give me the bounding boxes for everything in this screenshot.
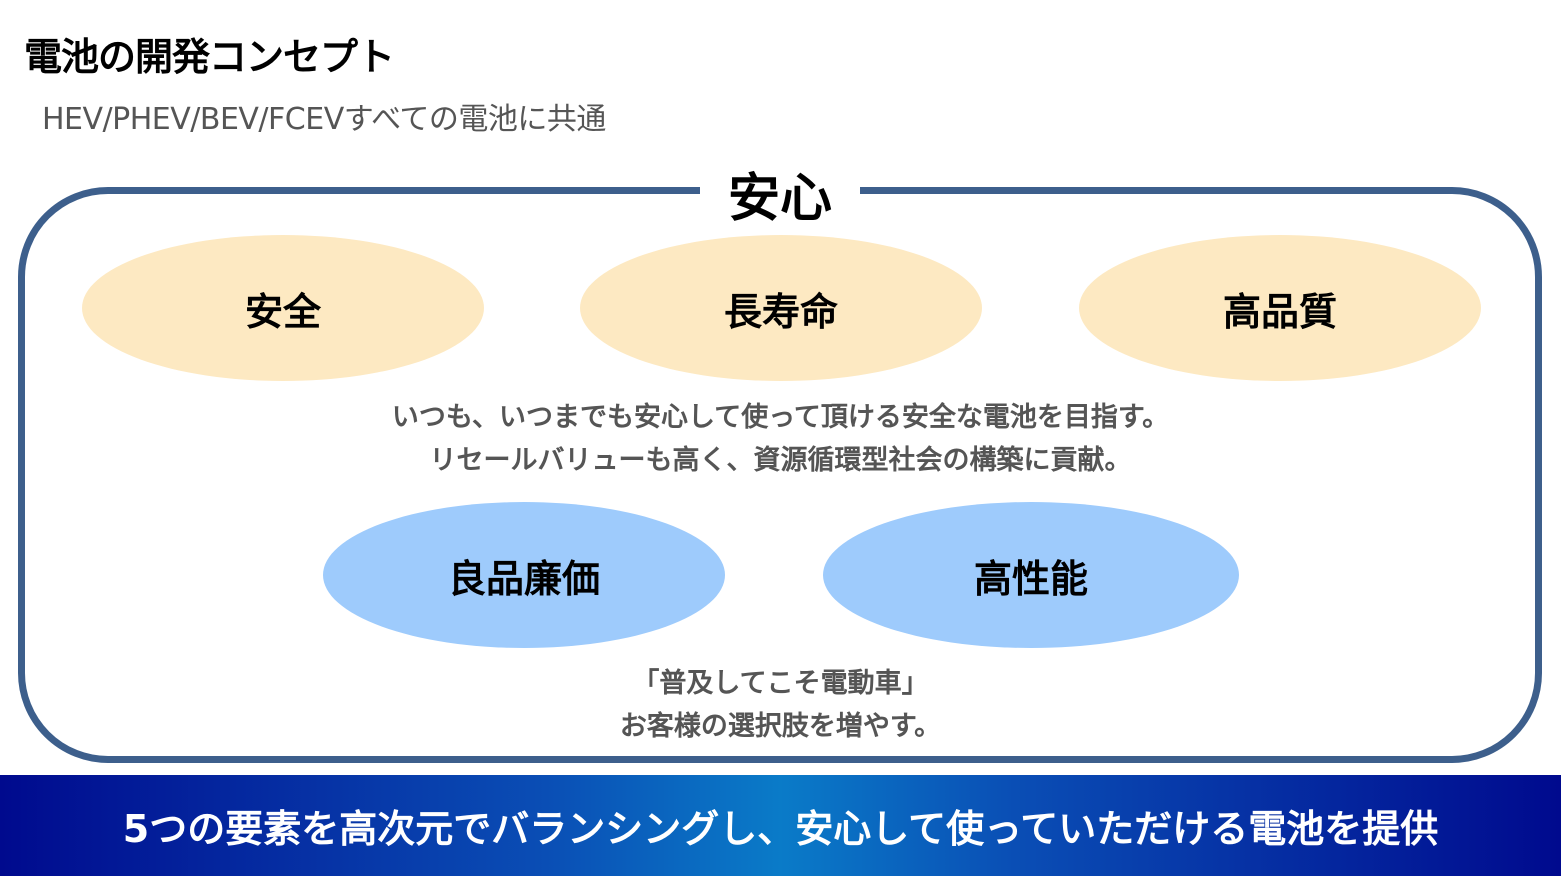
summary-banner: 5つの要素を高次元でバランシングし、安心して使っていただける電池を提供 — [0, 775, 1561, 876]
bottom-description-line: お客様の選択肢を増やす。 — [619, 711, 942, 742]
element-safety: 安全 — [82, 235, 484, 381]
element-low-cost: 良品廉価 — [323, 502, 725, 648]
bottom-description-line: 「普及してこそ電動車」 — [632, 668, 929, 699]
top-description-line: リセールバリューも高く、資源循環型社会の構築に貢献。 — [429, 445, 1132, 476]
element-high-performance: 高性能 — [823, 502, 1239, 648]
page-title: 電池の開発コンセプト — [24, 35, 395, 79]
page-subtitle: HEV/PHEV/BEV/FCEVすべての電池に共通 — [42, 102, 606, 137]
frame-title: 安心 — [700, 156, 860, 231]
top-description-line: いつも、いつまでも安心して使って頂ける安全な電池を目指す。 — [391, 402, 1170, 433]
top-description: いつも、いつまでも安心して使って頂ける安全な電池を目指す。 リセールバリューも高… — [0, 396, 1561, 482]
banner-text: 5つの要素を高次元でバランシングし、安心して使っていただける電池を提供 — [122, 807, 1439, 851]
element-long-life: 長寿命 — [580, 235, 982, 381]
element-high-quality: 高品質 — [1079, 235, 1481, 381]
bottom-description: 「普及してこそ電動車」 お客様の選択肢を増やす。 — [0, 662, 1561, 748]
